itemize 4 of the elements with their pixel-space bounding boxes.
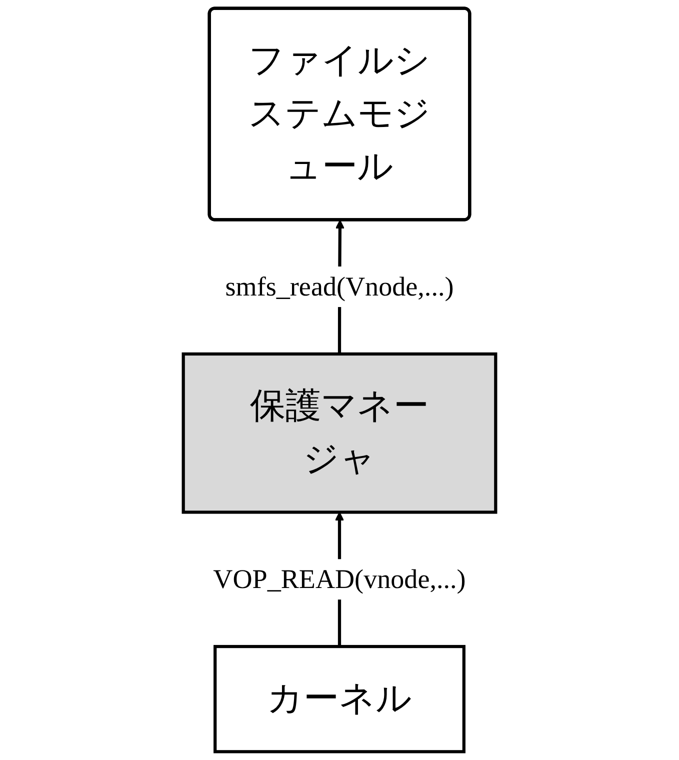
node-box: カーネル [214, 644, 466, 754]
edge-label: VOP_READ(vnode,...) [213, 564, 466, 594]
node-box: 保護マネージャ [182, 352, 498, 514]
edge-label: smfs_read(Vnode,...) [225, 272, 454, 302]
